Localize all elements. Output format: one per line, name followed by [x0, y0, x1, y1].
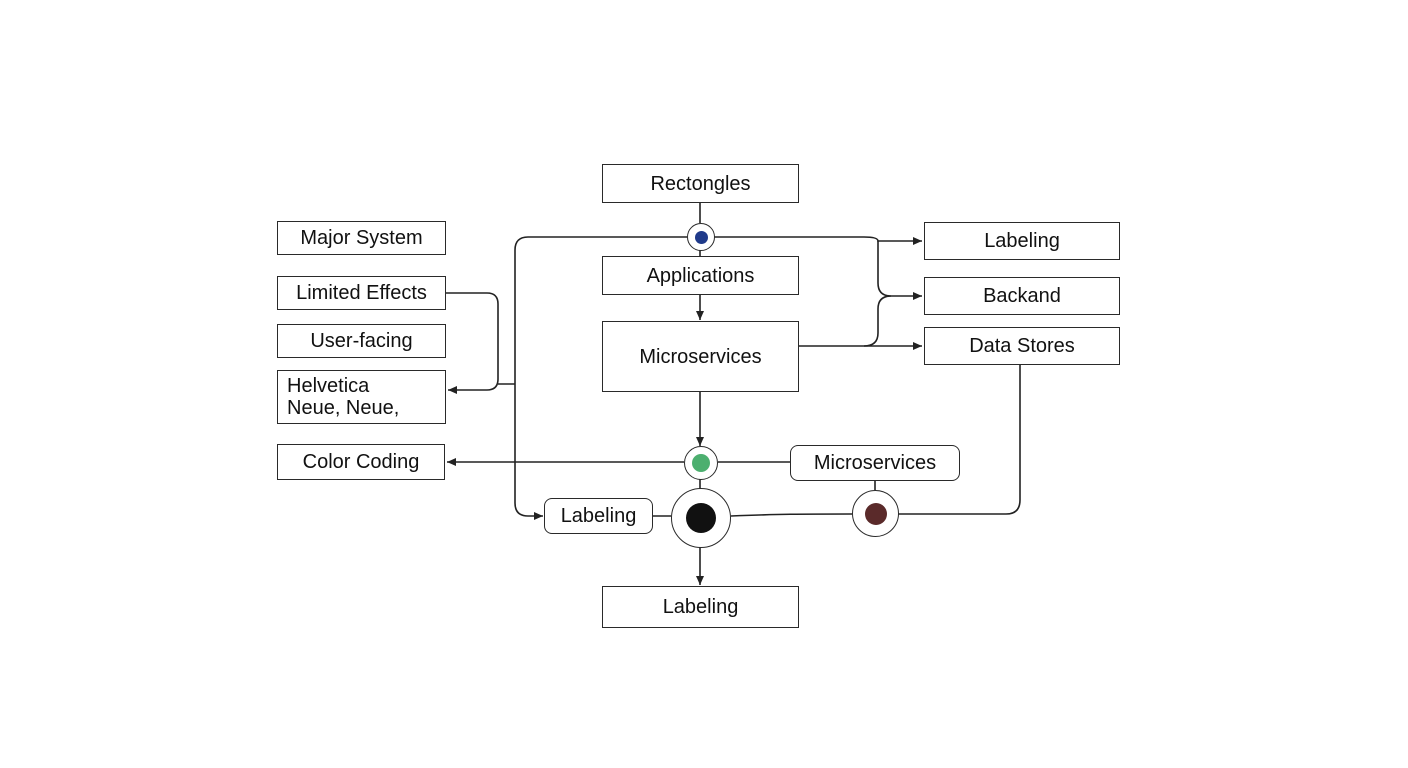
junction-right-dot [864, 502, 887, 525]
junction-top [687, 223, 715, 251]
node-labeling-pill: Labeling [544, 498, 653, 534]
node-limited-effects: Limited Effects [277, 276, 446, 310]
node-applications-label: Applications [646, 264, 755, 287]
node-major-system-label: Major System [300, 227, 423, 249]
node-data-stores-label: Data Stores [969, 335, 1075, 357]
node-labeling-right: Labeling [924, 222, 1120, 260]
node-applications: Applications [602, 256, 799, 295]
edge-top-junction-to-labeling-right [714, 236, 922, 245]
junction-center [671, 488, 731, 548]
node-user-facing: User-facing [277, 324, 446, 358]
edge-branch-to-backand [877, 241, 922, 300]
node-helvetica: Helvetica Neue, Neue, [277, 370, 446, 424]
node-color-coding: Color Coding [277, 444, 445, 480]
node-limited-effects-label: Limited Effects [296, 282, 427, 304]
node-microservices-pill: Microservices [790, 445, 960, 481]
node-microservices-label: Microservices [639, 345, 762, 368]
node-rectongles: Rectongles [602, 164, 799, 203]
node-backand: Backand [924, 277, 1120, 315]
edge-limited-effects-to-helvetica [445, 292, 499, 394]
junction-middle-dot [692, 454, 710, 472]
edge-top-junction-to-labeling-pill [514, 236, 687, 520]
edge-center-to-right-junction [730, 513, 853, 517]
node-rectongles-label: Rectongles [650, 172, 751, 195]
junction-center-dot [686, 503, 716, 533]
node-microservices: Microservices [602, 321, 799, 392]
node-labeling-right-label: Labeling [984, 230, 1060, 252]
edge-right-junction-to-data-stores [898, 365, 1021, 515]
node-helvetica-label: Helvetica Neue, Neue, [287, 375, 400, 419]
node-labeling-bottom: Labeling [602, 586, 799, 628]
node-data-stores: Data Stores [924, 327, 1120, 365]
node-user-facing-label: User-facing [310, 330, 413, 352]
junction-middle [684, 446, 718, 480]
node-color-coding-label: Color Coding [302, 451, 420, 473]
node-labeling-pill-label: Labeling [560, 505, 637, 527]
node-backand-label: Backand [983, 285, 1061, 307]
edge-microservices-to-backand [798, 295, 892, 347]
node-labeling-bottom-label: Labeling [662, 596, 739, 618]
node-major-system: Major System [277, 221, 446, 255]
junction-top-dot [694, 230, 708, 244]
junction-right [852, 490, 899, 537]
node-microservices-pill-label: Microservices [813, 452, 937, 474]
